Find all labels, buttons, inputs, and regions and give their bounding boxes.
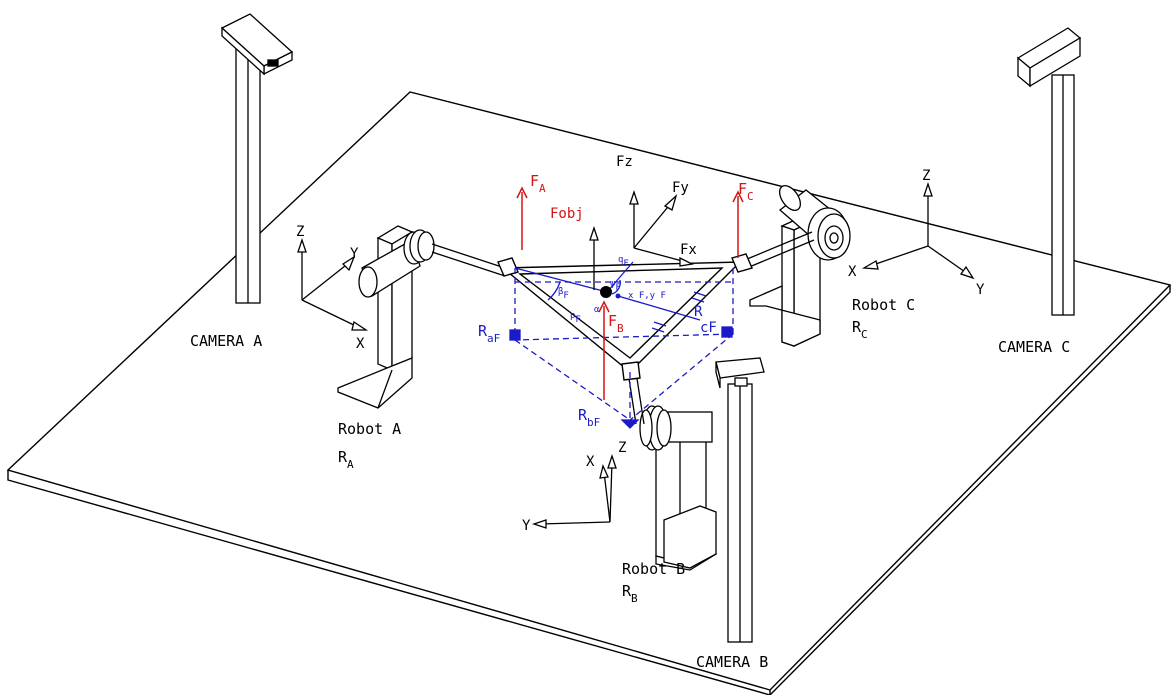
robot-c-label: Robot C bbox=[852, 296, 915, 314]
label-q-f: qF bbox=[618, 255, 629, 269]
camera-a-label: CAMERA A bbox=[190, 332, 262, 350]
force-arrows bbox=[516, 186, 744, 400]
camera-b bbox=[715, 357, 765, 643]
axis-y-c: Y bbox=[976, 282, 985, 298]
label-p-f: pF bbox=[570, 311, 581, 325]
label-alpha: α bbox=[594, 305, 600, 315]
axis-z-c: Z bbox=[922, 168, 930, 184]
axis-z-a: Z bbox=[296, 224, 304, 240]
label-r-bf: RbF bbox=[578, 406, 600, 429]
robot-b-frame: RB bbox=[622, 582, 638, 605]
label-xf-yf: x F,y F bbox=[628, 291, 666, 301]
object-force-axes bbox=[589, 189, 695, 290]
robot-a bbox=[337, 225, 506, 409]
robot-b bbox=[627, 371, 718, 571]
force-fz-label: Fz bbox=[616, 154, 633, 170]
force-fx-label: Fx bbox=[680, 242, 697, 258]
force-fa-label: FA bbox=[530, 172, 546, 195]
axis-x-a: X bbox=[356, 336, 365, 352]
triangle-object bbox=[497, 253, 753, 381]
camera-b-label: CAMERA B bbox=[696, 653, 768, 671]
frame-robot-c bbox=[861, 181, 975, 280]
robot-a-label: Robot A bbox=[338, 420, 401, 438]
robot-c bbox=[739, 184, 851, 348]
axis-z-b: Z bbox=[618, 440, 626, 456]
camera-c bbox=[1016, 27, 1082, 316]
object-centroid bbox=[600, 286, 621, 299]
table-plate bbox=[6, 91, 1172, 696]
axis-y-a: Y bbox=[350, 246, 359, 262]
camera-c-label: CAMERA C bbox=[998, 338, 1070, 356]
axis-x-b: X bbox=[586, 454, 595, 470]
frame-robot-b bbox=[531, 453, 617, 529]
robot-a-frame: RA bbox=[338, 448, 354, 471]
force-fc-label: FC bbox=[738, 180, 754, 203]
label-psi-f: ψF bbox=[610, 279, 621, 293]
force-fb-label: FB bbox=[608, 312, 624, 335]
force-fobj-label: Fobj bbox=[550, 206, 584, 222]
label-r-af: RaF bbox=[478, 322, 500, 345]
axis-y-b: Y bbox=[522, 518, 531, 534]
label-r-cf-r: R bbox=[694, 304, 703, 320]
label-beta-f: βF bbox=[558, 287, 569, 301]
frame-geometry bbox=[509, 261, 734, 429]
robot-b-label: Robot B bbox=[622, 560, 685, 578]
force-fy-label: Fy bbox=[672, 180, 689, 196]
label-r-cf-sub: cF bbox=[700, 320, 717, 336]
frame-robot-a bbox=[297, 237, 369, 331]
camera-a bbox=[220, 13, 294, 304]
axis-x-c: X bbox=[848, 264, 857, 280]
robot-c-frame: RC bbox=[852, 318, 868, 341]
